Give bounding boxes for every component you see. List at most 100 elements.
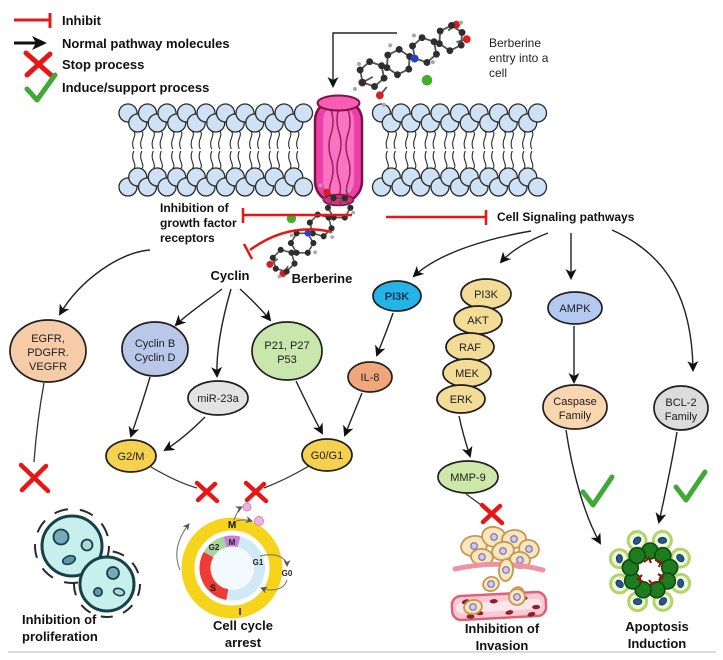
lipid-tail — [444, 130, 448, 150]
pathway-arrows — [33, 229, 699, 545]
lipid-tail — [249, 150, 253, 170]
node-cyclin-bd: Cyclin B Cyclin D — [121, 321, 189, 377]
condensed-nucleus — [615, 579, 624, 589]
lipid-tail — [413, 130, 417, 150]
legend-normal-label: Normal pathway molecules — [62, 36, 230, 51]
invasion-label-line1: Inhibition of — [465, 621, 540, 636]
node-p21-p27-p53: P21, P27 P53 — [251, 321, 323, 381]
svg-text:P53: P53 — [277, 354, 297, 366]
lipid-tail — [385, 150, 389, 170]
svg-text:Cyclin B: Cyclin B — [135, 338, 175, 350]
lipid-tail — [463, 130, 467, 150]
node-g0g1: G0/G1 — [301, 438, 353, 472]
lipid-tail — [237, 150, 241, 170]
lipid-tail — [210, 150, 214, 170]
growth-factor-label-line3: receptors — [160, 231, 215, 245]
lipid-tail — [510, 130, 514, 150]
lipid-tail — [288, 130, 292, 150]
cell-nucleus — [478, 553, 486, 561]
lipid-tail — [276, 150, 280, 170]
lipid-tail — [159, 130, 163, 150]
condensed-nucleus — [658, 597, 668, 606]
membrane-channel-protein — [313, 94, 364, 207]
svg-text:P21, P27: P21, P27 — [264, 340, 309, 352]
stop-x-g2m — [194, 480, 220, 504]
lipid-tail — [296, 130, 300, 150]
red-blood-cell — [466, 614, 475, 619]
lipid-tail — [151, 150, 155, 170]
entry-label-line1: Berberine — [489, 36, 541, 50]
lipid-tail — [288, 150, 292, 170]
cell-nucleus — [502, 566, 510, 574]
entry-arrow — [327, 32, 397, 88]
svg-text:VEGFR: VEGFR — [29, 361, 67, 373]
node-akt: AKT — [453, 305, 503, 335]
lipid-tail — [502, 150, 506, 170]
cell-signaling-label: Cell Signaling pathways — [497, 210, 635, 224]
apoptotic-cell — [628, 546, 646, 565]
legend-induce-label: Induce/support process — [62, 80, 209, 95]
lipid-tail — [471, 130, 475, 150]
lipid-tail — [413, 150, 417, 170]
node-bcl2-family: BCL-2 Family — [653, 385, 709, 431]
svg-text:MEK: MEK — [455, 368, 480, 380]
apoptosis-label-line2: Induction — [628, 636, 687, 651]
lipid-tail — [190, 130, 194, 150]
proliferation-label-line1: Inhibition of — [22, 612, 97, 627]
svg-text:IL-8: IL-8 — [361, 372, 380, 384]
lipid-tail — [249, 130, 253, 150]
lipid-tail — [210, 130, 214, 150]
node-mek: MEK — [442, 358, 492, 388]
cycle-g0: G0 — [282, 569, 293, 578]
svg-text:RAF: RAF — [459, 342, 481, 354]
node-mir-23a: miR-23a — [187, 380, 249, 416]
lipid-tail — [268, 130, 272, 150]
lipid-tail — [491, 150, 495, 170]
lipid-tail — [522, 150, 526, 170]
lipid-tail — [491, 130, 495, 150]
lipid-tail — [522, 130, 526, 150]
lipid-tail — [483, 150, 487, 170]
lipid-tail — [405, 130, 409, 150]
cell-nucleus — [513, 593, 521, 601]
cell-membrane — [118, 103, 548, 197]
lipid-tail — [530, 150, 534, 170]
svg-text:miR-23a: miR-23a — [197, 393, 239, 405]
entry-label-line3: cell — [489, 66, 507, 80]
svg-text:PDGFR.: PDGFR. — [27, 347, 69, 359]
svg-text:AKT: AKT — [467, 315, 489, 327]
check-bcl2 — [673, 469, 708, 503]
lipid-tail — [432, 130, 436, 150]
inhibit-bar-icon — [14, 13, 52, 28]
node-pi3k-upstream: PI3K — [372, 280, 422, 312]
lipid-tail — [198, 130, 202, 150]
lipid-tail — [257, 150, 261, 170]
lipid-tail — [218, 150, 222, 170]
lipid-tail — [140, 150, 144, 170]
cell-nucleus — [469, 603, 477, 611]
invasion-illustration — [450, 525, 548, 622]
cycle-m: M — [229, 538, 236, 547]
node-raf: RAF — [445, 332, 495, 362]
lipid-tail — [483, 130, 487, 150]
invasion-label-line2: Invasion — [476, 638, 529, 653]
lipid-tail — [393, 130, 397, 150]
lipid-tail — [432, 150, 436, 170]
growth-factor-label-line1: Inhibition of — [160, 201, 230, 215]
check-caspase — [580, 474, 615, 508]
lipid-tail — [171, 150, 175, 170]
lipid-tail — [257, 130, 261, 150]
lipid-tail — [530, 130, 534, 150]
node-g2m: G2/M — [105, 439, 157, 473]
cyclin-label: Cyclin — [210, 268, 249, 283]
cell-nucleus — [487, 580, 495, 588]
red-blood-cell — [489, 599, 498, 604]
svg-text:MMP-9: MMP-9 — [450, 472, 485, 484]
cycle-g2: G2 — [209, 543, 220, 552]
svg-text:PI3K: PI3K — [474, 289, 499, 301]
growth-factor-label-line2: growth factor — [160, 216, 237, 230]
lipid-tail — [237, 130, 241, 150]
lipid-tail — [510, 150, 514, 170]
lipid-tail — [179, 130, 183, 150]
lipid-tail — [296, 150, 300, 170]
